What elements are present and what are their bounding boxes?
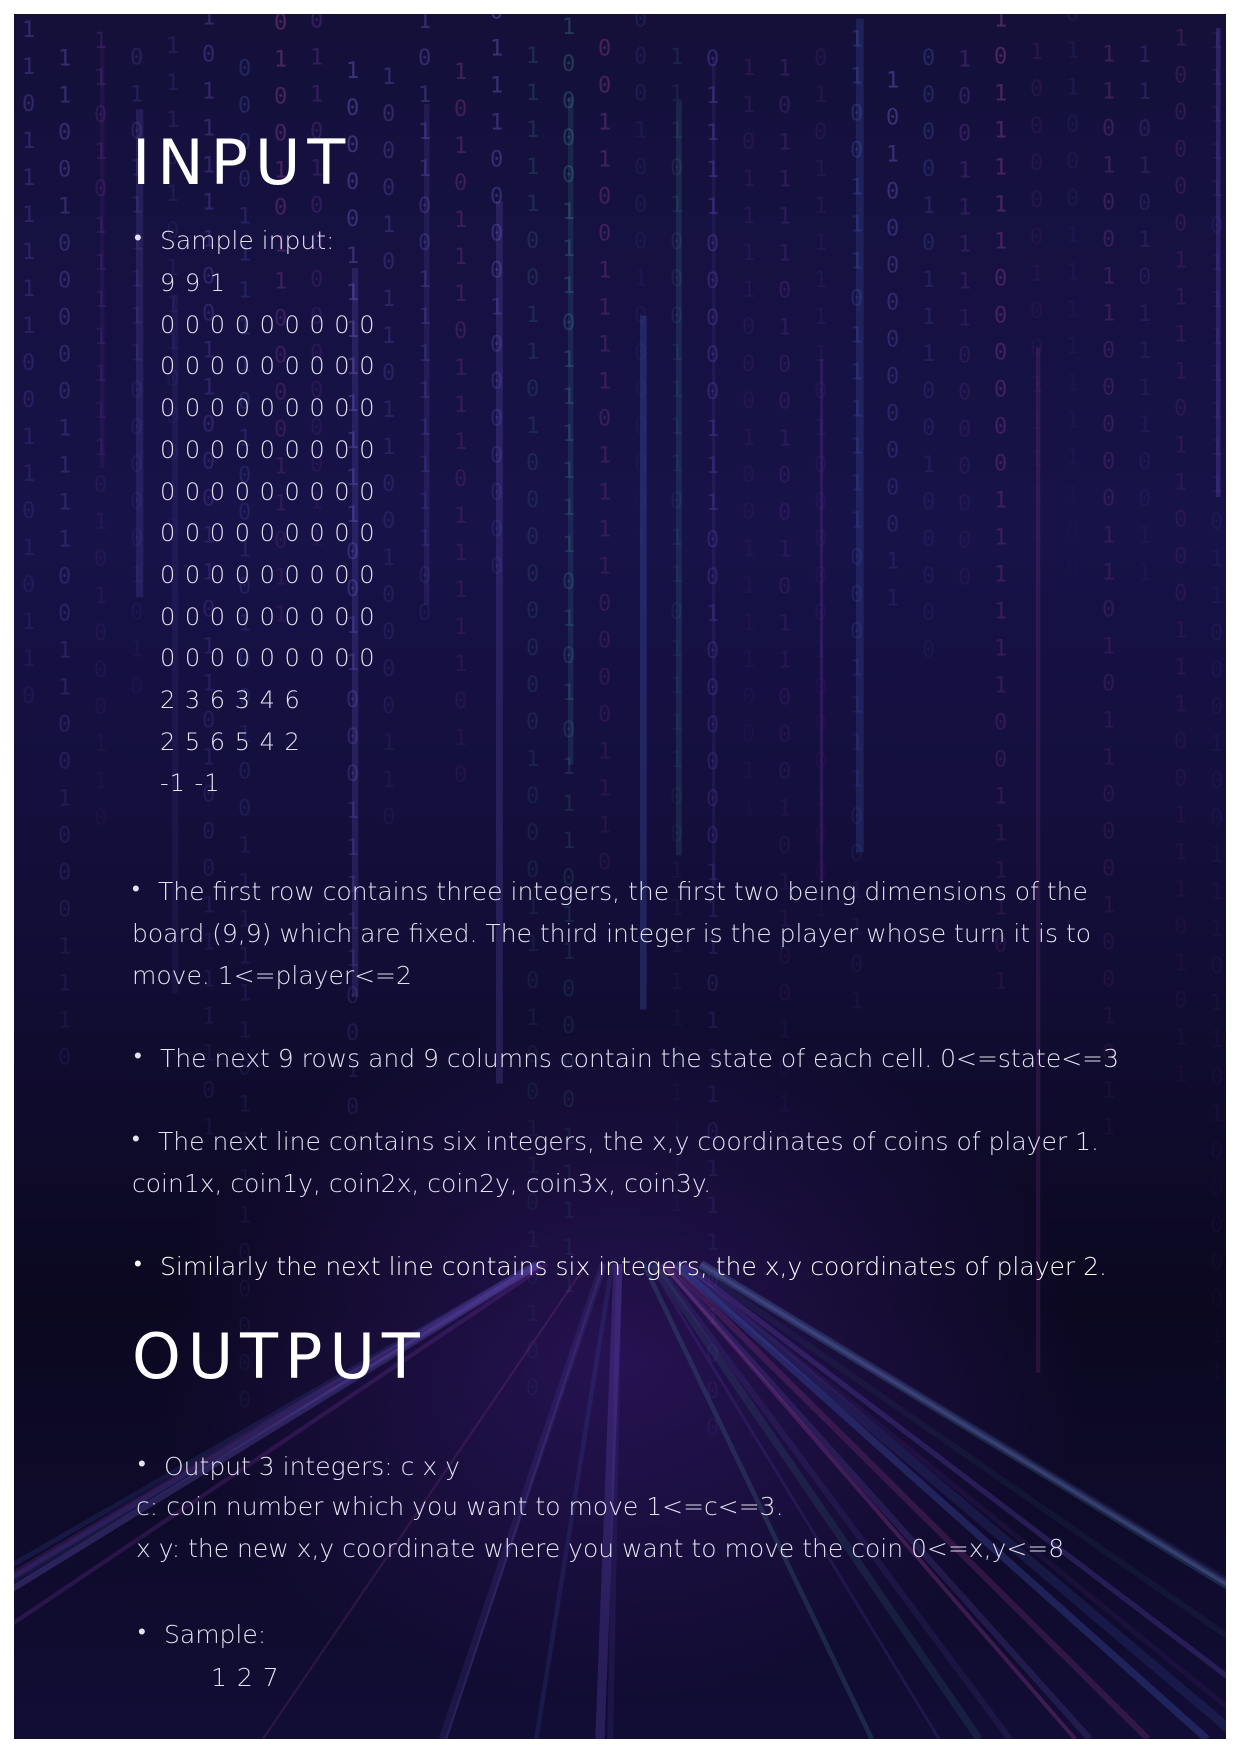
first-row-description: The first row contains three integers, t… bbox=[132, 869, 1162, 997]
board-state-description: The next 9 rows and 9 columns contain th… bbox=[134, 1036, 1194, 1080]
sample-input-line: 9 9 1 bbox=[160, 269, 227, 297]
output-sample-label: Sample: bbox=[138, 1612, 266, 1656]
sample-input-line: 0 0 0 0 0 0 0 0 0 bbox=[160, 644, 376, 673]
sample-input-line: 0 0 0 0 0 0 0 0 0 bbox=[160, 477, 376, 506]
player1-coins-description: The next line contains six integers, the… bbox=[132, 1119, 1162, 1205]
sample-input-line: 0 0 0 0 0 0 0 0 0 bbox=[160, 435, 376, 464]
document-content: INPUT Sample input: 9 9 1 0 0 0 0 0 0 0 … bbox=[14, 14, 1226, 1739]
sample-input-line: 0 0 0 0 0 0 0 0 0 bbox=[160, 394, 376, 423]
sample-input-block: 9 9 1 0 0 0 0 0 0 0 0 0 0 0 0 0 0 0 0 0 … bbox=[160, 263, 375, 805]
sample-input-label: Sample input: bbox=[134, 218, 334, 262]
sample-input-line: 0 0 0 0 0 0 0 0 0 bbox=[160, 352, 376, 381]
input-heading: INPUT bbox=[132, 126, 353, 199]
sample-input-line: 0 0 0 0 0 0 0 0 0 bbox=[160, 602, 376, 631]
output-heading: OUTPUT bbox=[132, 1320, 427, 1393]
sample-input-line: 2 3 6 3 4 6 bbox=[160, 686, 301, 715]
output-format-line: Output 3 integers: c x y bbox=[138, 1444, 460, 1488]
player2-coins-description: Similarly the next line contains six int… bbox=[134, 1244, 1194, 1288]
sample-input-line: 0 0 0 0 0 0 0 0 0 bbox=[160, 519, 376, 548]
output-coordinate-description: x y: the new x,y coordinate where you wa… bbox=[136, 1534, 1065, 1563]
sample-input-line: 2 5 6 5 4 2 bbox=[160, 727, 301, 756]
sample-input-line: 0 0 0 0 0 0 0 0 0 bbox=[160, 310, 376, 339]
output-sample-value: 1 2 7 bbox=[211, 1663, 280, 1692]
sample-input-line: 0 0 0 0 0 0 0 0 0 bbox=[160, 560, 376, 589]
output-coin-description: c: coin number which you want to move 1<… bbox=[136, 1492, 784, 1521]
sample-input-line: -1 -1 bbox=[160, 769, 221, 798]
